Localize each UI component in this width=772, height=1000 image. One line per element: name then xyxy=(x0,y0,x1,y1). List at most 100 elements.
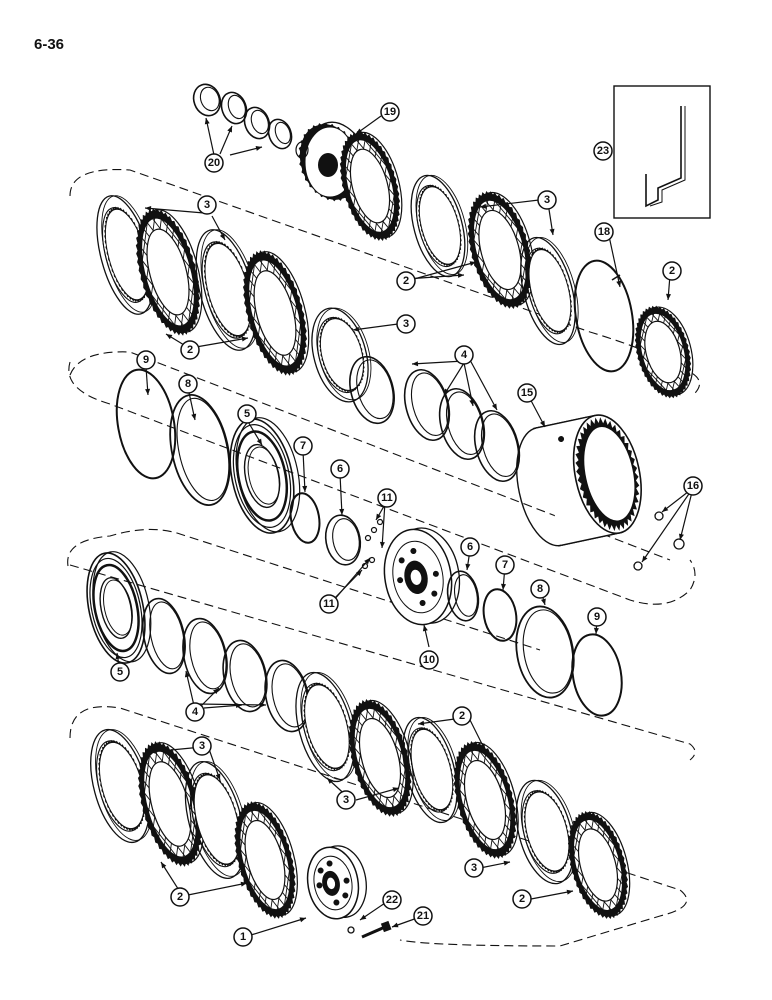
callout-7: 7 xyxy=(293,436,313,456)
clutch-drum xyxy=(516,414,642,547)
callout-15: 15 xyxy=(517,383,537,403)
steel-separator-plate xyxy=(195,229,260,351)
callout-5: 5 xyxy=(110,662,130,682)
callout-label: 19 xyxy=(384,106,396,118)
piston xyxy=(229,417,301,534)
piston xyxy=(86,551,152,664)
thrust-washer xyxy=(473,410,521,482)
boundary-middle-edge xyxy=(67,528,541,651)
friction-disc xyxy=(632,305,694,399)
callout-2: 2 xyxy=(170,887,190,907)
outer-seal xyxy=(571,633,623,717)
callout-label: 5 xyxy=(244,408,250,420)
callout-4: 4 xyxy=(454,345,474,365)
parts-layer xyxy=(86,83,711,939)
callout-label: 8 xyxy=(185,378,191,390)
friction-disc xyxy=(133,741,207,867)
snap-ring xyxy=(267,118,293,150)
callout-2: 2 xyxy=(452,706,472,726)
plug xyxy=(633,561,643,571)
outer-seal xyxy=(515,605,575,699)
callout-11: 11 xyxy=(319,594,339,614)
thrust-washer xyxy=(403,369,451,441)
callout-label: 22 xyxy=(386,894,398,906)
callout-label: 11 xyxy=(323,598,335,610)
washer xyxy=(347,926,355,934)
callout-label: 9 xyxy=(143,354,149,366)
callout-label: 4 xyxy=(461,349,468,361)
thrust-washer xyxy=(264,659,310,733)
callout-label: 7 xyxy=(502,559,508,571)
steel-separator-plate xyxy=(295,671,358,783)
callout-2: 2 xyxy=(180,340,200,360)
callout-label: 8 xyxy=(537,583,543,595)
callout-9: 9 xyxy=(136,350,156,370)
check-ball xyxy=(376,518,384,526)
callout-3: 3 xyxy=(464,858,484,878)
callout-3: 3 xyxy=(396,314,416,334)
callout-label: 1 xyxy=(240,931,246,943)
steel-separator-plate xyxy=(410,174,469,278)
callout-10: 10 xyxy=(419,650,439,670)
plug xyxy=(673,538,685,550)
callout-label: 3 xyxy=(343,794,349,806)
callout-20: 20 xyxy=(204,153,224,173)
callout-label: 10 xyxy=(423,654,435,666)
boundary-lower-top xyxy=(69,564,696,761)
steel-separator-plate xyxy=(515,779,577,885)
friction-disc xyxy=(131,208,205,336)
callout-label: 2 xyxy=(459,710,465,722)
callout-2: 2 xyxy=(396,271,416,291)
callout-label: 2 xyxy=(403,275,409,287)
callout-label: 21 xyxy=(417,910,429,922)
callout-6: 6 xyxy=(330,459,350,479)
tool-hook xyxy=(645,106,682,208)
callout-label: 2 xyxy=(177,891,183,903)
callout-label: 20 xyxy=(208,157,220,169)
friction-disc xyxy=(230,801,300,919)
callout-label: 6 xyxy=(467,541,473,553)
callout-9: 9 xyxy=(587,607,607,627)
inner-seal xyxy=(324,514,362,566)
thrust-washer xyxy=(438,388,486,460)
clutch-piston-hub xyxy=(383,527,461,626)
inner-seal xyxy=(289,492,321,544)
callout-label: 9 xyxy=(594,611,600,623)
check-ball xyxy=(364,534,372,542)
callout-3: 3 xyxy=(537,190,557,210)
tool-box xyxy=(613,85,711,219)
steel-separator-plate xyxy=(520,236,579,346)
callout-label: 7 xyxy=(300,440,306,452)
output-hub xyxy=(306,845,367,920)
callout-2: 2 xyxy=(512,889,532,909)
callout-3: 3 xyxy=(192,736,212,756)
inner-seal xyxy=(482,588,518,642)
steel-separator-plate xyxy=(96,195,157,315)
boundary-upper-lower-edge xyxy=(68,361,696,605)
snap-ring xyxy=(243,106,271,140)
callout-21: 21 xyxy=(413,906,433,926)
thrust-washer xyxy=(222,639,268,713)
callout-8: 8 xyxy=(178,374,198,394)
page-number: 6-36 xyxy=(34,36,65,53)
steel-separator-plate xyxy=(311,307,372,403)
snap-ring xyxy=(573,259,635,373)
callout-2: 2 xyxy=(662,261,682,281)
leader-lines xyxy=(115,115,694,936)
steel-separator-plate xyxy=(402,716,461,824)
callout-label: 15 xyxy=(521,387,533,399)
callout-label: 2 xyxy=(669,265,675,277)
callout-7: 7 xyxy=(495,555,515,575)
check-ball xyxy=(368,556,376,564)
callout-6: 6 xyxy=(460,537,480,557)
thrust-washer xyxy=(142,597,186,675)
callout-5: 5 xyxy=(237,404,257,424)
callout-label: 18 xyxy=(598,226,610,238)
callout-label: 11 xyxy=(381,492,393,504)
plug xyxy=(654,511,664,521)
thrust-washer xyxy=(349,355,395,425)
bolt xyxy=(361,925,386,939)
callout-8: 8 xyxy=(530,579,550,599)
callout-label: 3 xyxy=(199,740,205,752)
